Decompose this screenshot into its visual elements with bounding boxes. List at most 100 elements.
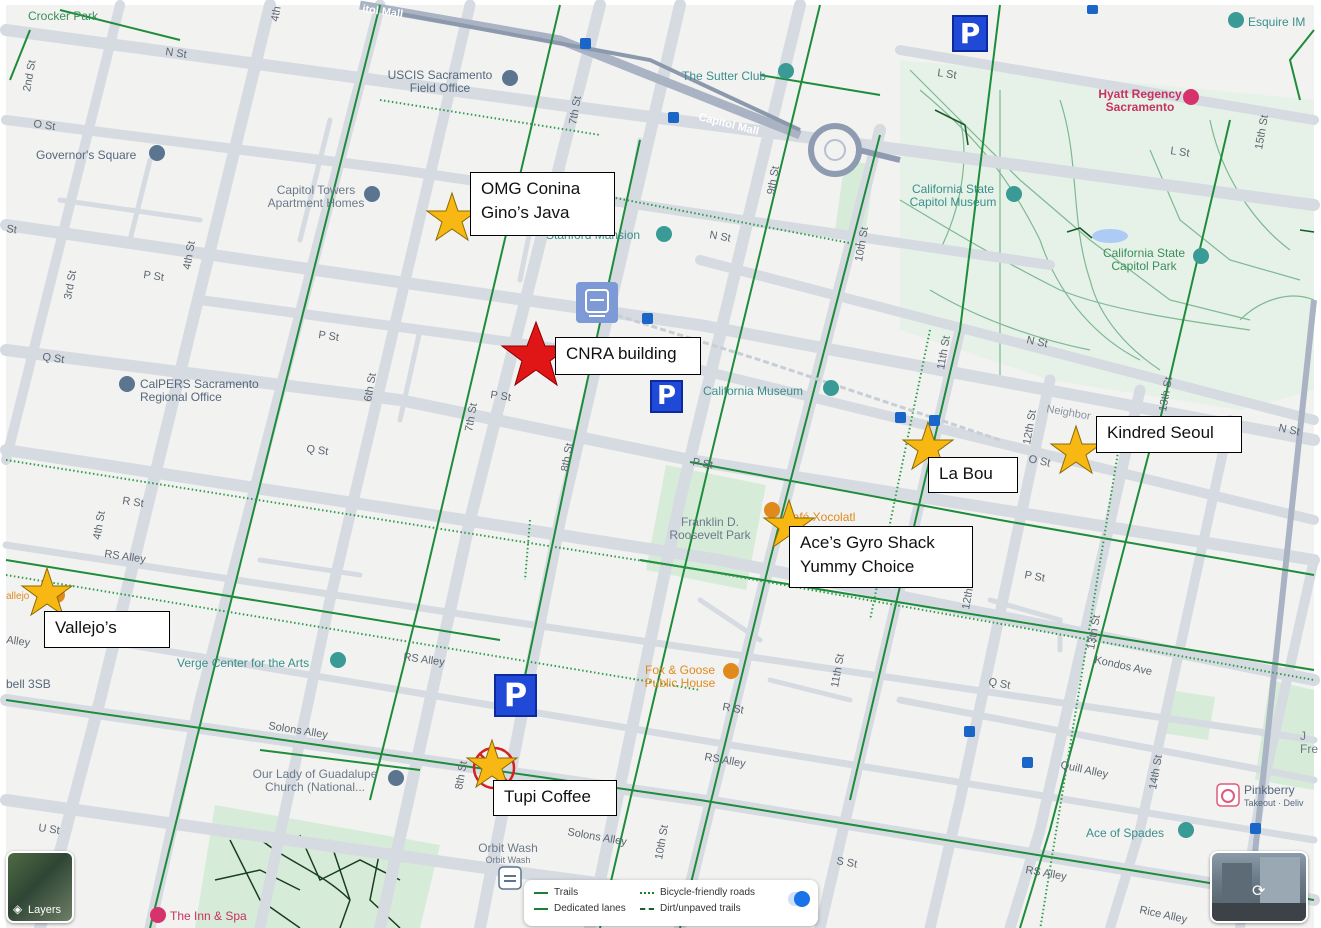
callout-line: OMG Conina: [481, 179, 581, 198]
parking-marker-3[interactable]: P: [494, 674, 537, 717]
star-marker-tupi: [465, 738, 519, 789]
street-label: 4th St: [181, 240, 198, 270]
layers-button[interactable]: ◈ Layers: [6, 851, 74, 923]
government-icon: [502, 70, 518, 86]
street-label: 4th: [269, 5, 283, 22]
street-label: R St: [721, 701, 744, 717]
transit-stop-icon: [929, 415, 940, 426]
label-line: Roosevelt Park: [669, 528, 751, 542]
hotel-icon: [1183, 89, 1199, 105]
label-line: Franklin D.: [681, 515, 739, 529]
street-view-thumbnail[interactable]: ⟳: [1210, 851, 1308, 923]
transit-stop-icon: [1250, 823, 1261, 834]
place-label: Verge Center for the Arts: [177, 656, 309, 670]
label-line: Fox & Goose: [645, 663, 715, 677]
street-label: 2nd St: [21, 59, 38, 92]
label-line: Public House: [645, 676, 716, 690]
star-markers[interactable]: [20, 191, 1103, 789]
place-label: Orbit Wash: [478, 841, 538, 855]
transit-stop-icon: [1087, 5, 1098, 14]
place-label: bell 3SB: [6, 677, 51, 691]
pond: [1092, 229, 1128, 243]
road-14th: [1105, 415, 1235, 928]
legend-dirt: Dirt/unpaved trails: [640, 903, 741, 914]
street-label: P St: [490, 389, 512, 404]
street-label: N St: [165, 46, 188, 61]
street-label: N St: [1277, 422, 1300, 438]
street-label: P St: [691, 456, 713, 471]
street-label: 4th St: [91, 510, 108, 540]
place-label: Takeout · Deliv: [1244, 798, 1304, 808]
label-line: California State: [1103, 246, 1185, 260]
label-line: Capitol Museum: [910, 195, 997, 209]
transit-stop-icon: [964, 726, 975, 737]
label-line: Capitol Towers: [277, 183, 355, 197]
hotel-icon: [150, 907, 166, 923]
callout-labou: La Bou: [928, 457, 1018, 493]
guadalupe-park-paths: [214, 829, 401, 928]
street-label: 11th St: [935, 335, 953, 371]
museum-icon: [823, 380, 839, 396]
callout-tupi: Tupi Coffee: [493, 780, 617, 816]
place-label: The Inn & Spa: [170, 909, 247, 923]
parking-marker-2[interactable]: P: [650, 380, 683, 413]
street-label: 13th St: [1157, 376, 1175, 412]
label-line: Field Office: [410, 81, 471, 95]
street-label: Q St: [987, 676, 1011, 692]
street-label: 12th: [960, 587, 976, 610]
road-9th: [584, 0, 806, 928]
pinkberry-icon: [1216, 783, 1240, 807]
car-wash-icon: [498, 866, 522, 890]
callout-kindred: Kindred Seoul: [1096, 416, 1242, 453]
road-6th: [254, 0, 476, 928]
transit-stop-icon: [642, 313, 653, 324]
label-line: J: [1300, 729, 1306, 743]
street-label: 13th St: [1085, 614, 1103, 650]
small-park-area: [1162, 690, 1215, 740]
bike-layer-toggle[interactable]: [788, 891, 810, 907]
callout-line: Yummy Choice: [800, 557, 915, 576]
street-label: 11th St: [829, 653, 847, 689]
callout-cnra: CNRA building: [555, 337, 701, 375]
callout-vallejos: Vallejo’s: [44, 611, 170, 648]
government-icon: [119, 376, 135, 392]
street-label: O St: [1027, 453, 1051, 469]
street-label: RS Alley: [104, 548, 147, 566]
place-label: The Sutter Club: [682, 69, 766, 83]
shop-icon: [1178, 822, 1194, 838]
star-marker-kindred: [1049, 424, 1103, 475]
art-icon: [330, 652, 346, 668]
place-label: California Museum: [703, 384, 803, 398]
pin-icon: [364, 186, 380, 202]
street-label: P St: [143, 269, 165, 284]
capitol-mall: [359, 0, 1317, 901]
park-icon: [1193, 248, 1209, 264]
place-label: allejo: [6, 591, 30, 602]
street-label: 8th St: [559, 442, 576, 472]
museum-icon: [656, 226, 672, 242]
street-label: L St: [937, 67, 958, 82]
bike-legend: Trails Dedicated lanes Bicycle-friendly …: [524, 880, 818, 926]
museum-icon: [1006, 186, 1022, 202]
street-label: 9th St: [765, 165, 782, 195]
street-label: 7th St: [567, 95, 584, 125]
street-label: 6th St: [362, 372, 379, 402]
parking-marker-1[interactable]: P: [952, 15, 988, 52]
transit-stop-icon: [580, 38, 591, 49]
street-label: 7th St: [463, 402, 480, 432]
road-q-st: [0, 344, 1320, 566]
pin-icon: [149, 145, 165, 161]
rotate-icon: ⟳: [1252, 883, 1266, 900]
callout-omg: OMG Conina Gino’s Java: [470, 172, 615, 236]
street-label: R St: [122, 495, 145, 510]
label-line: California State: [912, 182, 994, 196]
label-line: Fre: [1300, 742, 1318, 756]
street-label: 10th St: [653, 824, 671, 860]
road-13th: [1004, 384, 1146, 928]
road-quill: [896, 696, 1318, 784]
